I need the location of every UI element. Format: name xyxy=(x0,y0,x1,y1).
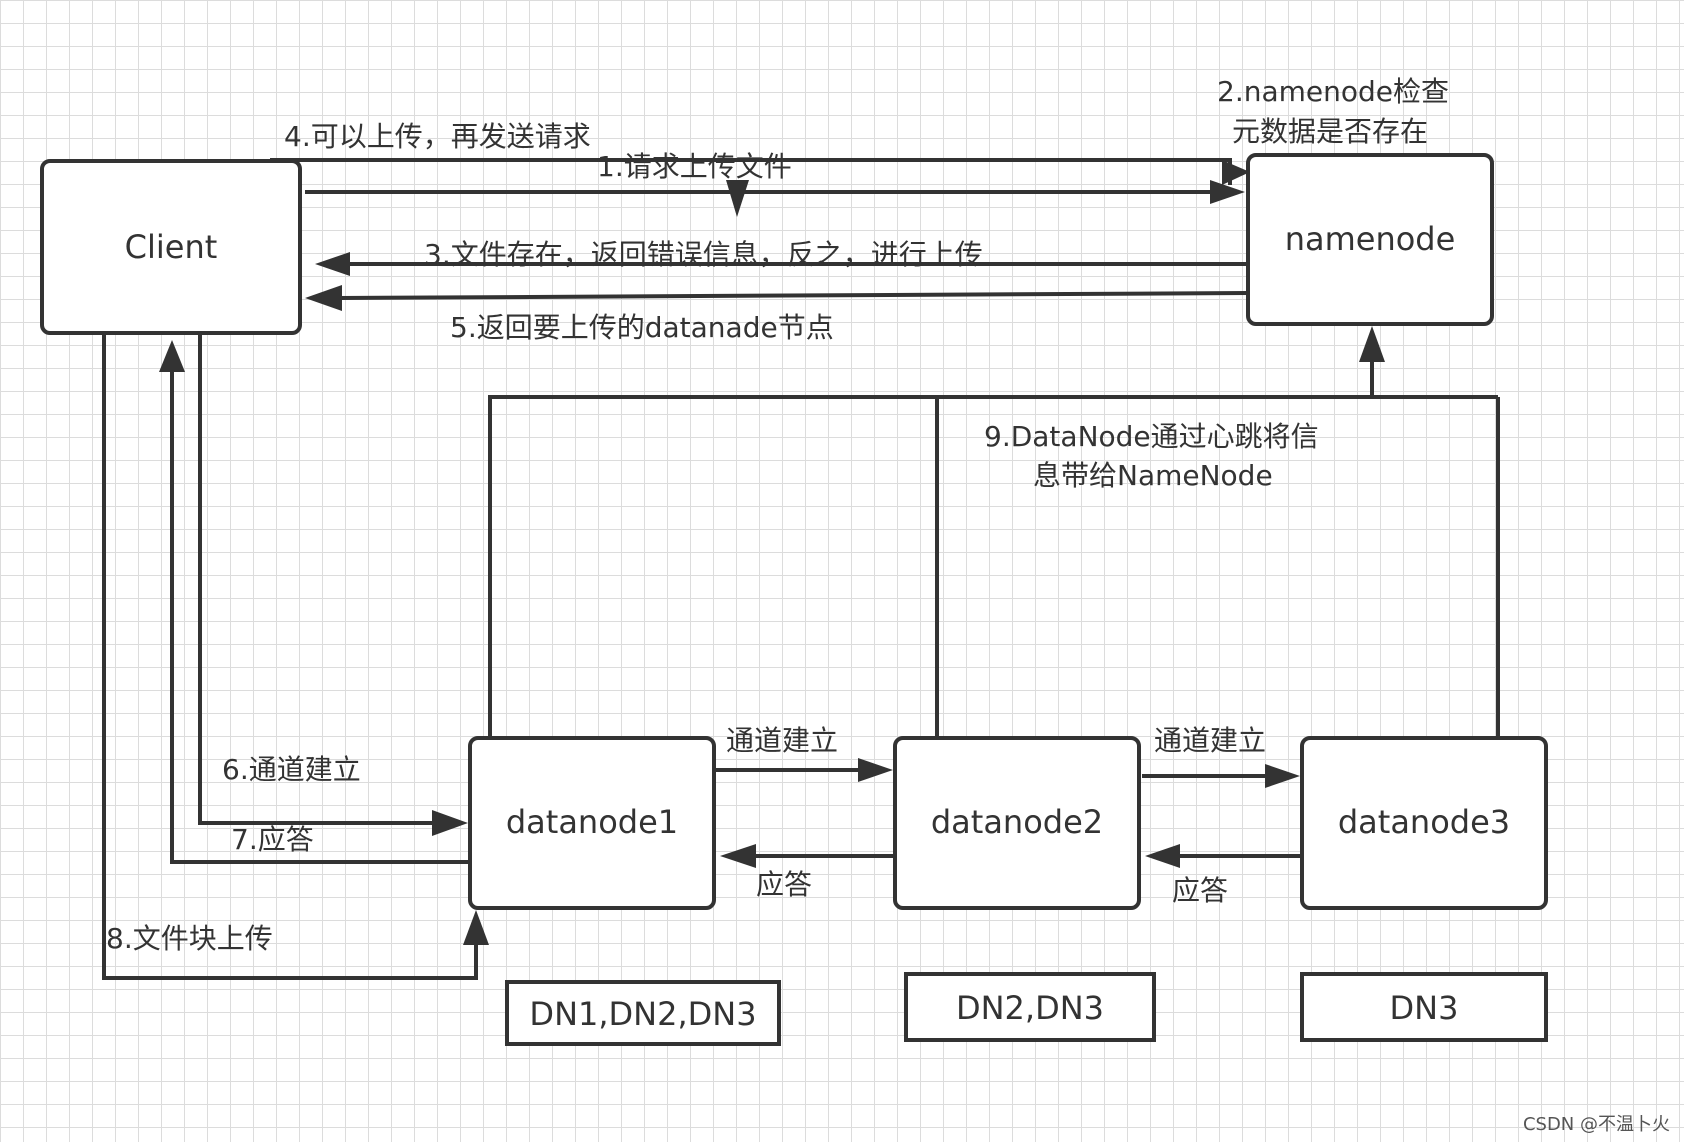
replica-box-dn2: DN2,DN3 xyxy=(904,972,1156,1042)
edge-step1-label: 1.请求上传文件 xyxy=(597,150,792,183)
edge-step3-arrowhead xyxy=(315,252,350,276)
datanode3-node: datanode3 xyxy=(1300,736,1548,910)
edge-step5-label: 5.返回要上传的datanade节点 xyxy=(450,311,834,344)
edge-step9-arrowhead xyxy=(1359,326,1385,362)
replica-label-dn3: DN3 xyxy=(1390,989,1459,1027)
edge-pipeline-23-label: 通道建立 xyxy=(1154,724,1266,757)
edge-step2-label-line2: 元数据是否存在 xyxy=(1232,115,1428,148)
edge-step5-line xyxy=(339,291,1249,300)
datanode3-label: datanode3 xyxy=(1338,803,1510,841)
replica-label-dn1: DN1,DN2,DN3 xyxy=(529,995,756,1033)
edge-ack-21-label: 应答 xyxy=(756,868,812,901)
edge-step7-arrowhead xyxy=(159,340,185,372)
edge-step6-label: 6.通道建立 xyxy=(222,753,361,786)
edge-step9-line-dn1 xyxy=(488,395,1498,740)
edge-ack-32-label: 应答 xyxy=(1172,874,1228,907)
datanode2-label: datanode2 xyxy=(931,803,1103,841)
edge-pipeline-12-arrowhead xyxy=(858,758,893,782)
namenode-label: namenode xyxy=(1285,220,1456,258)
edge-ack-21-arrowhead xyxy=(720,844,756,868)
edge-step1-mid-arrow xyxy=(726,180,749,217)
edge-step8-arrowhead xyxy=(463,910,489,945)
datanode1-label: datanode1 xyxy=(506,803,678,841)
namenode-node: namenode xyxy=(1246,153,1494,326)
edge-step9-label-line1: 9.DataNode通过心跳将信 xyxy=(984,420,1319,453)
edge-step8-label: 8.文件块上传 xyxy=(106,922,273,955)
watermark: CSDN @不温卜火 xyxy=(1523,1114,1670,1135)
edge-step2-label-line1: 2.namenode检查 xyxy=(1217,75,1449,108)
edge-step3-label: 3.文件存在，返回错误信息，反之，进行上传 xyxy=(424,238,983,271)
edge-step7-label: 7.应答 xyxy=(231,823,314,856)
edge-step9-label-line2: 息带给NameNode xyxy=(1033,459,1273,492)
edge-step5-arrowhead xyxy=(305,285,342,311)
datanode1-node: datanode1 xyxy=(468,736,716,910)
edge-pipeline-23-arrowhead xyxy=(1265,764,1300,788)
edge-step7-line xyxy=(170,372,470,864)
datanode2-node: datanode2 xyxy=(893,736,1141,910)
edge-pipeline-12-label: 通道建立 xyxy=(726,724,838,757)
replica-box-dn3: DN3 xyxy=(1300,972,1548,1042)
edge-step1-arrowhead xyxy=(1210,180,1245,204)
edge-ack-32-arrowhead xyxy=(1145,844,1180,868)
edge-step6-arrowhead xyxy=(432,810,468,836)
edge-step6-line xyxy=(198,333,435,825)
edge-step4-arrowhead xyxy=(1222,160,1250,185)
edge-step4-label: 4.可以上传，再发送请求 xyxy=(284,120,591,153)
replica-label-dn2: DN2,DN3 xyxy=(956,989,1104,1027)
edge-step8-line xyxy=(102,333,478,980)
client-label: Client xyxy=(125,228,218,266)
client-node: Client xyxy=(40,159,302,335)
replica-box-dn1: DN1,DN2,DN3 xyxy=(505,980,781,1046)
